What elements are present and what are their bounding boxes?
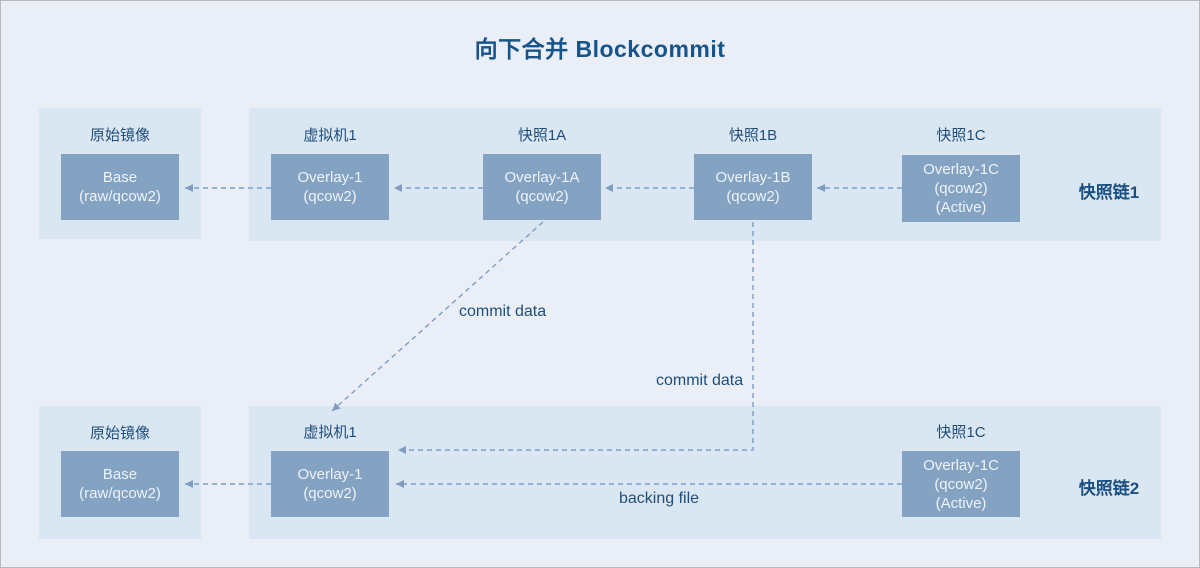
- node-line: (qcow2): [303, 485, 357, 502]
- node-line: Overlay-1: [297, 466, 363, 483]
- node-line: Overlay-1A: [504, 169, 580, 186]
- node-base-chain1: Base (raw/qcow2): [61, 154, 179, 220]
- node-line: Overlay-1B: [715, 169, 791, 186]
- node-line: Overlay-1C: [923, 456, 999, 474]
- node-line: (Active): [935, 199, 987, 216]
- panel-snapshot-chain2: 虚拟机1 快照1C Overlay-1 (qcow2) Overlay-1C (…: [249, 406, 1161, 539]
- node-overlay1b-chain1: Overlay-1B (qcow2): [694, 154, 812, 220]
- node-overlay1-chain2: Overlay-1 (qcow2): [271, 451, 389, 517]
- node-line: (qcow2): [726, 188, 780, 205]
- node-line: Base: [102, 169, 138, 186]
- snapshot1b-label: 快照1B: [728, 127, 778, 144]
- node-line: (qcow2): [515, 188, 569, 205]
- snapshot1c-label: 快照1C: [936, 424, 986, 441]
- node-overlay1c-chain1: Overlay-1C (qcow2) (Active): [902, 155, 1020, 222]
- source-image-label: 原始镜像: [89, 127, 150, 144]
- panel-snapshot-chain1: 虚拟机1 快照1A 快照1B 快照1C Overlay-1 (qcow2) Ov…: [249, 108, 1161, 241]
- panel-source-image-chain1: 原始镜像 Base (raw/qcow2): [39, 108, 201, 239]
- panel-source-image-chain2: 原始镜像 Base (raw/qcow2): [39, 406, 201, 539]
- node-line: (qcow2): [934, 475, 988, 493]
- node-line: (raw/qcow2): [79, 485, 161, 502]
- node-line: Base: [102, 466, 138, 483]
- node-overlay1c-chain2: Overlay-1C (qcow2) (Active): [902, 451, 1020, 517]
- commit-data-label-2: commit data: [656, 372, 744, 389]
- node-line: (raw/qcow2): [79, 188, 161, 205]
- node-line: (qcow2): [934, 180, 988, 197]
- node-overlay1a-chain1: Overlay-1A (qcow2): [483, 154, 601, 220]
- node-overlay1-chain1: Overlay-1 (qcow2): [271, 154, 389, 220]
- chain2-label: 快照链2: [1078, 479, 1140, 498]
- node-line: Overlay-1: [297, 169, 363, 186]
- node-line: (Active): [935, 494, 987, 512]
- chain1-label: 快照链1: [1078, 183, 1140, 202]
- source-image-label: 原始镜像: [89, 425, 150, 442]
- node-base-chain2: Base (raw/qcow2): [61, 451, 179, 517]
- page-title: 向下合并 Blockcommit: [474, 36, 726, 62]
- vm1-label: 虚拟机1: [303, 127, 357, 144]
- vm1-label: 虚拟机1: [303, 424, 357, 441]
- commit-data-label-1: commit data: [459, 303, 547, 320]
- snapshot1c-label: 快照1C: [936, 127, 986, 144]
- backing-file-label: backing file: [619, 490, 700, 507]
- node-line: Overlay-1C: [923, 161, 999, 178]
- node-line: (qcow2): [303, 188, 357, 205]
- snapshot1a-label: 快照1A: [517, 127, 567, 144]
